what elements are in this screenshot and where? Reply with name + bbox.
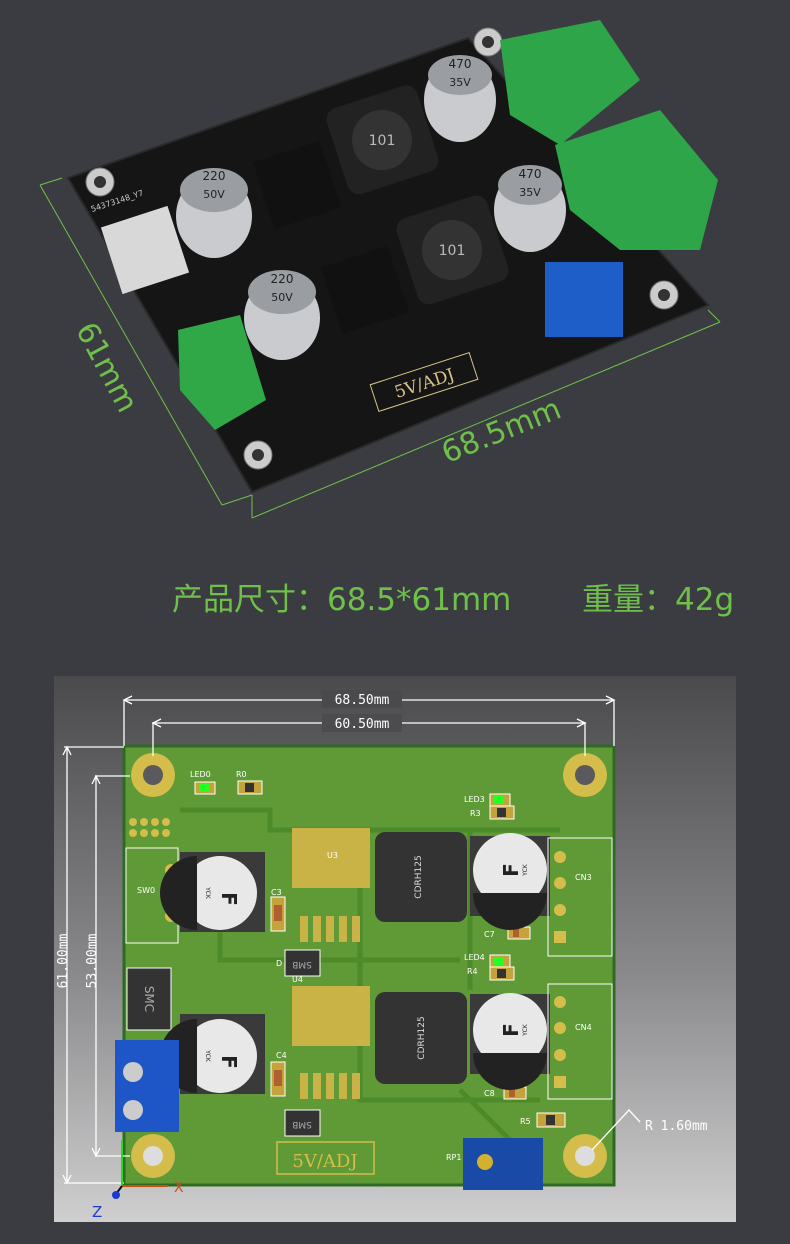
svg-text:CDRH125: CDRH125 bbox=[417, 1016, 427, 1059]
hole-width-dim: 60.50mm bbox=[335, 717, 390, 732]
svg-text:50V: 50V bbox=[203, 188, 225, 201]
svg-text:50V: 50V bbox=[271, 291, 293, 304]
svg-text:RP1: RP1 bbox=[446, 1153, 461, 1162]
hole-height-dim: 53.00mm bbox=[85, 933, 100, 988]
cap-470-top: 470 35V bbox=[424, 55, 496, 142]
svg-text:SMB: SMB bbox=[292, 1119, 312, 1129]
svg-text:35V: 35V bbox=[449, 76, 471, 89]
svg-text:R3: R3 bbox=[470, 809, 481, 818]
svg-text:101: 101 bbox=[439, 243, 466, 259]
svg-text:CN3: CN3 bbox=[575, 873, 592, 882]
svg-text:R5: R5 bbox=[520, 1117, 531, 1126]
hole-radius-dim: R 1.60mm bbox=[645, 1119, 708, 1134]
svg-text:R0: R0 bbox=[236, 770, 247, 779]
svg-text:CN4: CN4 bbox=[575, 1023, 592, 1032]
svg-text:SW0: SW0 bbox=[137, 886, 155, 895]
svg-text:F: F bbox=[217, 1055, 241, 1069]
svg-text:101: 101 bbox=[369, 133, 396, 149]
svg-text:YCK: YCK bbox=[204, 886, 211, 900]
photo-height-label: 61mm bbox=[68, 317, 144, 419]
svg-text:F: F bbox=[499, 863, 523, 877]
potentiometer bbox=[463, 1138, 543, 1190]
cap-220-bottom: 220 50V bbox=[244, 270, 320, 360]
total-height-dim: 61.00mm bbox=[56, 933, 71, 988]
svg-text:LED0: LED0 bbox=[190, 770, 211, 779]
svg-text:C3: C3 bbox=[271, 888, 282, 897]
svg-text:U3: U3 bbox=[327, 851, 338, 860]
svg-text:C8: C8 bbox=[484, 1089, 495, 1098]
weight-spec: 重量：42g bbox=[582, 582, 734, 618]
svg-text:YCK: YCK bbox=[204, 1049, 211, 1063]
svg-text:Z: Z bbox=[92, 1203, 102, 1221]
terminal-block bbox=[115, 1040, 179, 1132]
axis-indicator: X Z bbox=[92, 1140, 184, 1221]
svg-text:F: F bbox=[499, 1023, 523, 1037]
svg-text:R4: R4 bbox=[467, 967, 478, 976]
svg-text:C4: C4 bbox=[276, 1051, 287, 1060]
svg-text:470: 470 bbox=[449, 57, 472, 71]
svg-text:470: 470 bbox=[519, 167, 542, 181]
mounting-holes bbox=[131, 753, 607, 1178]
svg-text:F: F bbox=[217, 892, 241, 906]
svg-text:SMC: SMC bbox=[142, 986, 156, 1012]
svg-text:35V: 35V bbox=[519, 186, 541, 199]
photo-dimension-lines bbox=[39, 177, 721, 519]
svg-text:C7: C7 bbox=[484, 930, 495, 939]
svg-text:LED3: LED3 bbox=[464, 795, 485, 804]
svg-text:LED4: LED4 bbox=[464, 953, 485, 962]
svg-text:YCK: YCK bbox=[522, 1023, 529, 1037]
svg-text:U4: U4 bbox=[292, 975, 303, 984]
cap-220-top: 220 50V bbox=[176, 168, 252, 258]
svg-text:X: X bbox=[174, 1180, 184, 1196]
cap-470-bottom: 470 35V bbox=[494, 165, 566, 252]
capacitors bbox=[160, 833, 550, 1094]
svg-text:D: D bbox=[276, 959, 282, 968]
board-photo: 220 50V 220 50V 470 35V 470 35V 101 101 … bbox=[66, 20, 718, 494]
svg-text:SMB: SMB bbox=[292, 959, 312, 969]
svg-text:CDRH125: CDRH125 bbox=[414, 855, 424, 898]
svg-text:YCK: YCK bbox=[522, 863, 529, 877]
board-label: 5V/ADJ bbox=[292, 1151, 357, 1172]
pcb-board: 5V/ADJ LED0 R0 LED3 R3 U3 C3 SW0 CN3 CN4… bbox=[115, 744, 616, 1190]
total-width-dim: 68.50mm bbox=[335, 693, 390, 708]
svg-text:220: 220 bbox=[271, 272, 294, 286]
svg-text:220: 220 bbox=[203, 169, 226, 183]
size-spec: 产品尺寸：68.5*61mm bbox=[172, 582, 511, 618]
